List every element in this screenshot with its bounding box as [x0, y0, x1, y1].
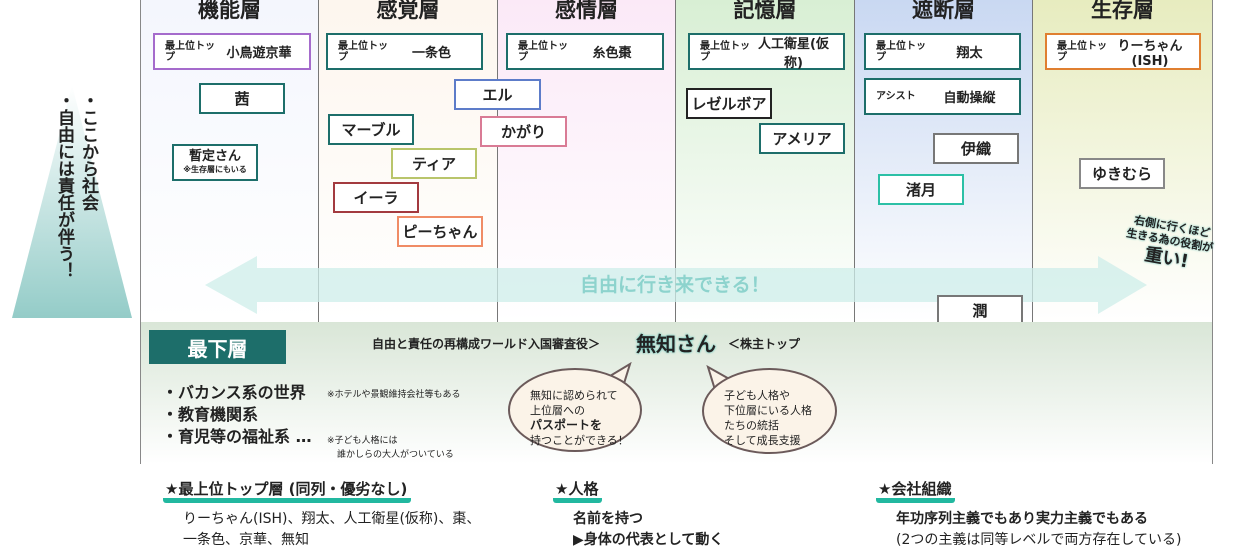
top-box-seizon: 最上位トップりーちゃん(ISH) — [1045, 33, 1201, 70]
top-box-kanjou: 最上位トップ糸色棗 — [506, 33, 664, 70]
member-yukimura: ゆきむら — [1079, 158, 1165, 189]
bottom-layer — [141, 322, 1212, 464]
list-item: ・教育機関系 — [162, 405, 259, 424]
column-title: 生存層 — [1091, 0, 1154, 22]
speech-bubble-1: 無知に認められて上位層へのパスポートを持つことができる！ — [508, 368, 642, 452]
member-akane: 茜 — [199, 83, 285, 114]
column-title: 感覚層 — [376, 0, 440, 22]
triangle-graphic — [12, 85, 132, 318]
member-kagari: かがり — [480, 116, 567, 147]
column-title: 機能層 — [198, 0, 261, 22]
section-heading-company: ★会社組織 — [876, 481, 956, 503]
assist-box: アシスト自動操縦 — [864, 78, 1021, 115]
member-rezeruboa: レゼルボア — [686, 88, 772, 119]
column-title: 感情層 — [555, 0, 618, 22]
speech-bubble-2: 子ども人格や下位層にいる人格たちの統括そして成長支援 — [702, 368, 837, 454]
section-heading-persona: ★人格 — [553, 481, 603, 503]
member-marble: マーブル — [328, 114, 414, 145]
top-box-kinou: 最上位トップ小鳥遊京華 — [153, 33, 311, 70]
list-item: ・育児等の福祉系 … — [162, 427, 312, 446]
member-zantei: 暫定さん※生存層にもいる — [172, 144, 258, 181]
bidirectional-arrow — [205, 256, 1147, 314]
section-heading-top: ★最上位トップ層 (同列・優劣なし) — [163, 481, 412, 503]
arrow-text: 自由に行き来できる！ — [580, 274, 770, 296]
section-text-top: りーちゃん(ISH)、翔太、人工衛星(仮称)、棗、一条色、京華、無知 — [183, 511, 481, 548]
section-text-company: 年功序列主義でもあり実力主義でもある(2つの主義は同等レベルで両方存在している) — [896, 511, 1182, 548]
top-box-kankaku: 最上位トップ一条色 — [326, 33, 483, 70]
note-2: ※子ども人格には誰かしらの大人がついている — [327, 436, 454, 460]
column-title: 遮断層 — [912, 0, 975, 22]
member-iira: イーラ — [333, 182, 419, 213]
member-amelia: アメリア — [759, 123, 845, 154]
list-item: ・バカンス系の世界 — [162, 383, 306, 402]
side-note-2: ・自由には責任が伴う！ — [54, 92, 74, 279]
member-tia: ティア — [391, 148, 477, 179]
note-1: ※ホテルや景観維持会社等もある — [327, 390, 461, 400]
bottom-list: ・バカンス系の世界 ・教育機関系 ・育児等の福祉系 … — [162, 382, 312, 448]
shareholder-label: ＜株主トップ — [728, 337, 801, 351]
member-iori: 伊織 — [933, 133, 1019, 164]
bottom-layer-title: 最下層 — [149, 330, 286, 364]
side-note-1: ・ここから社会 — [78, 92, 98, 211]
member-pichan: ピーちゃん — [397, 216, 483, 247]
bottom-intro: 自由と責任の再構成ワールド入国審査役＞ — [372, 337, 601, 351]
muchi-name: 無知さん — [636, 332, 716, 356]
section-text-persona: 名前を持つ▶身体の代表として動く — [573, 511, 724, 548]
member-nagitsuki: 渚月 — [878, 174, 964, 205]
member-eru: エル — [454, 79, 541, 110]
column-title: 記憶層 — [733, 0, 797, 22]
top-box-kioku: 最上位トップ人工衛星(仮称) — [688, 33, 845, 71]
top-box-shadan: 最上位トップ翔太 — [864, 33, 1021, 70]
